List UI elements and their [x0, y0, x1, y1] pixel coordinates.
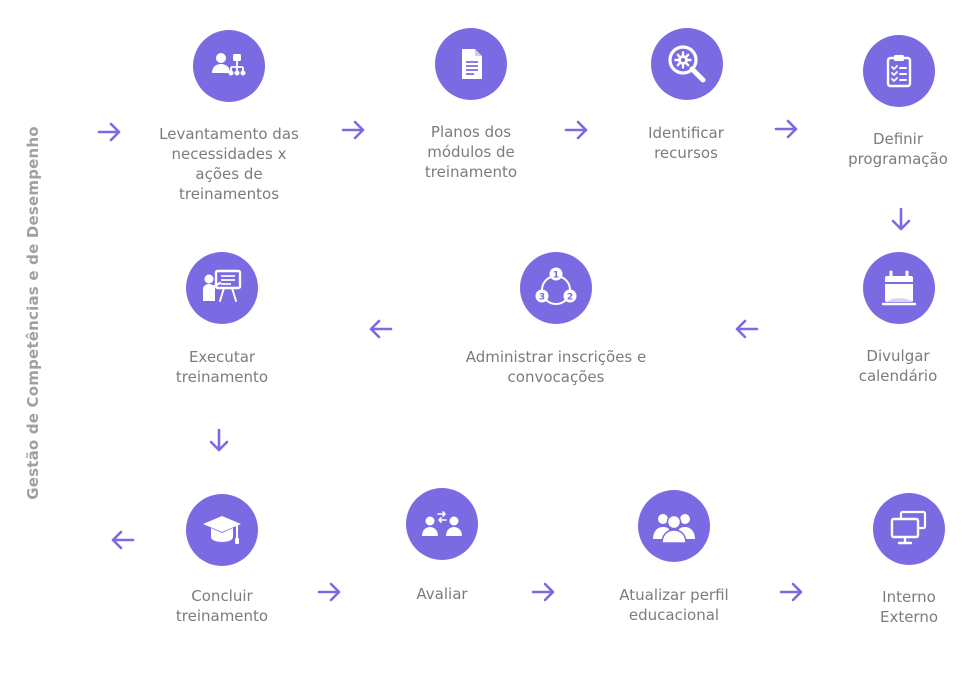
- team-hierarchy-icon: [212, 53, 246, 76]
- document-icon: [462, 49, 482, 79]
- step-icon-divulgar: [863, 252, 935, 324]
- arrow-right-icon: [316, 578, 344, 606]
- step-icon-concluir: [186, 494, 258, 566]
- side-title: Gestão de Competências e de Desempenho: [24, 126, 42, 500]
- arrow-right-icon: [778, 578, 806, 606]
- clipboard-checklist-icon: [886, 55, 912, 88]
- step-label-executar: Executar treinamento: [175, 348, 269, 386]
- step-label-avaliar: Avaliar: [416, 585, 468, 603]
- magnifier-gear-icon: [668, 45, 706, 83]
- step-icon-executar: [186, 252, 258, 324]
- arrow-left-icon: [366, 315, 394, 343]
- arrow-right-icon: [340, 116, 368, 144]
- step-label-administrar: Administrar inscrições e convocações: [465, 348, 647, 386]
- svg-text:3: 3: [539, 293, 545, 303]
- arrow-left-icon: [732, 315, 760, 343]
- step-icon-administrar: 1 2 3: [520, 252, 592, 324]
- calendar-icon: [881, 270, 917, 306]
- step-label-atualizar: Atualizar perfil educacional: [619, 586, 729, 624]
- step-icon-definir: [863, 35, 935, 107]
- arrow-right-icon: [773, 115, 801, 143]
- cycle-steps-icon: 1 2 3: [535, 267, 577, 305]
- arrow-down-icon: [205, 427, 233, 455]
- step-label-identificar: Identificar recursos: [648, 124, 724, 162]
- step-label-interno-externo: Interno Externo: [879, 588, 939, 626]
- arrow-right-icon: [96, 118, 124, 146]
- step-icon-atualizar: [638, 490, 710, 562]
- user-group-icon: [653, 514, 695, 544]
- graduation-cap-icon: [203, 516, 241, 544]
- step-label-planos: Planos dos módulos de treinamento: [424, 123, 518, 181]
- step-icon-planos: [435, 28, 507, 100]
- step-icon-interno-externo: [873, 493, 945, 565]
- step-icon-avaliar: [406, 488, 478, 560]
- step-label-levantamento: Levantamento das necessidades x ações de…: [159, 125, 299, 203]
- step-icon-identificar: [651, 28, 723, 100]
- arrow-right-icon: [563, 116, 591, 144]
- monitors-icon: [890, 510, 927, 545]
- step-icon-levantamento: [193, 30, 265, 102]
- arrow-down-icon: [887, 206, 915, 234]
- step-label-definir: Definir programação: [848, 130, 948, 168]
- arrow-left-icon: [108, 526, 136, 554]
- svg-text:1: 1: [553, 271, 559, 281]
- svg-text:2: 2: [567, 293, 573, 303]
- people-exchange-icon: [422, 511, 462, 536]
- presenter-board-icon: [203, 269, 242, 302]
- arrow-right-icon: [530, 578, 558, 606]
- step-label-divulgar: Divulgar calendário: [858, 347, 938, 385]
- step-label-concluir: Concluir treinamento: [175, 587, 269, 625]
